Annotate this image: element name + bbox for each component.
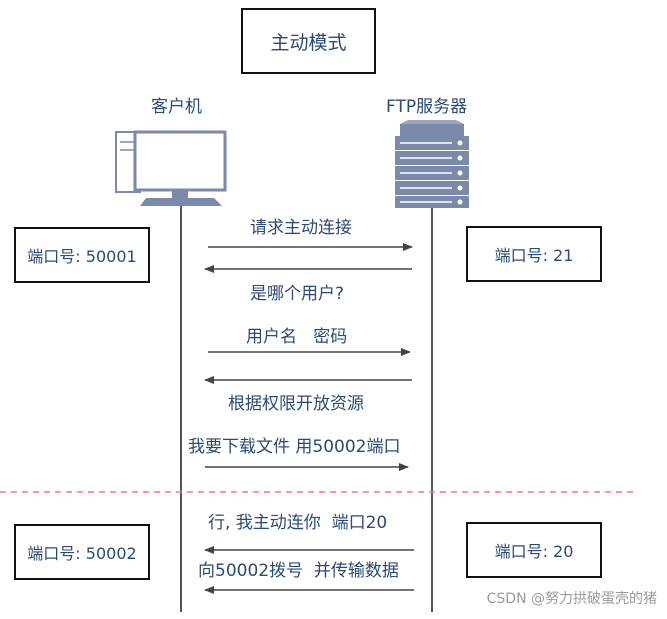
diagram-title: 主动模式 (270, 31, 347, 54)
watermark: CSDN @努力拱破蛋壳的猪 (486, 591, 657, 607)
message-label: 用户名 密码 (246, 327, 348, 347)
message-label: 向50002拨号 并传输数据 (198, 561, 399, 581)
message-label: 是哪个用户? (250, 284, 345, 304)
message-label: 我要下载文件 用50002端口 (188, 437, 401, 457)
message-label: 行, 我主动连你 端口20 (208, 513, 388, 533)
server-rack-icon (395, 120, 469, 208)
client-label: 客户机 (151, 97, 202, 117)
title-box: 主动模式 (241, 8, 376, 74)
server-label: FTP服务器 (386, 97, 468, 117)
message-label: 请求主动连接 (250, 218, 352, 238)
client-port-bottom: 端口号: 50002 (14, 524, 150, 580)
client-port-top: 端口号: 50001 (14, 227, 150, 283)
server-port-bottom: 端口号: 20 (466, 522, 602, 578)
message-label: 根据权限开放资源 (228, 394, 364, 414)
server-port-top: 端口号: 21 (466, 226, 602, 282)
computer-icon (115, 130, 227, 206)
